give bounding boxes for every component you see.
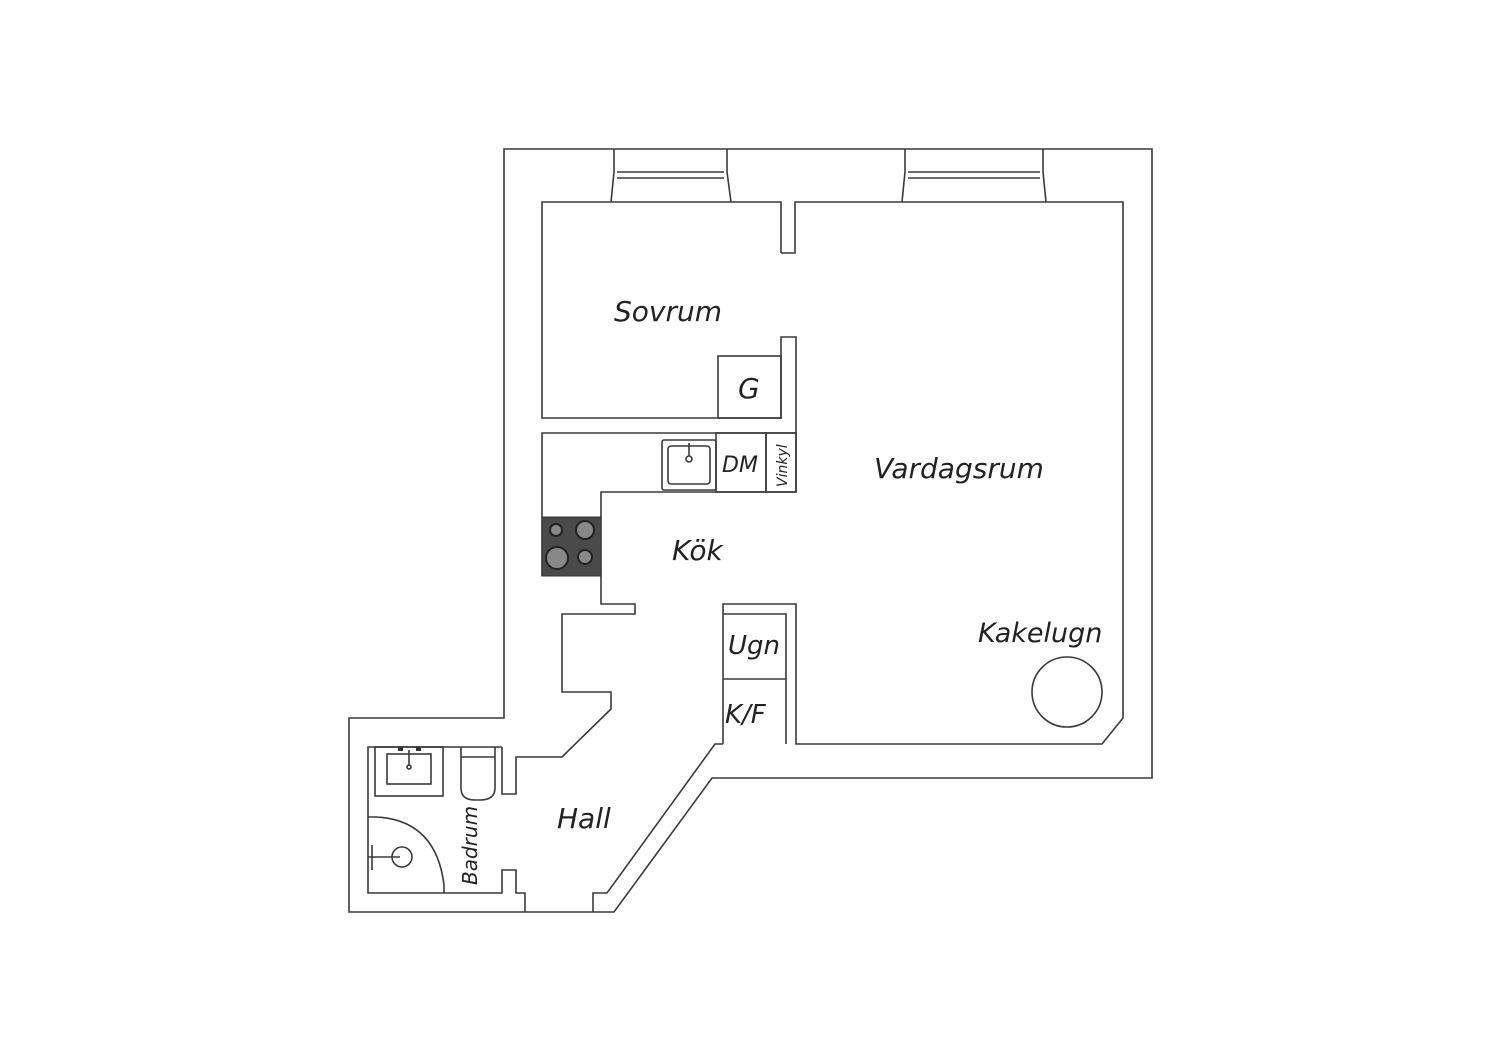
- bath-sink-icon: [374, 746, 444, 797]
- sovrum-walls: [541, 201, 1124, 745]
- room-label-kok: Kök: [672, 534, 724, 567]
- label-ugn: Ugn: [728, 631, 780, 661]
- faucet-icon: [685, 455, 693, 463]
- label-diskmaskin: DM: [722, 453, 758, 478]
- kakelugn-icon: [1031, 656, 1103, 728]
- shower-icon: [368, 816, 445, 893]
- label-kyl-frys: K/F: [725, 700, 767, 730]
- window-sovrum: [610, 149, 732, 203]
- label-vinkyl: Vinkyl: [775, 444, 791, 487]
- garderob-box: [717, 355, 782, 419]
- room-label-badrum: Badrum: [458, 806, 482, 885]
- room-label-vardagsrum: Vardagsrum: [874, 452, 1044, 485]
- label-kakelugn: Kakelugn: [978, 618, 1102, 649]
- stove-icon: [541, 516, 602, 577]
- label-garderob: G: [738, 372, 760, 405]
- toilet-icon: [460, 747, 496, 801]
- window-vardagsrum: [901, 149, 1047, 203]
- outer-wall: [348, 148, 1153, 913]
- room-label-sovrum: Sovrum: [614, 295, 722, 328]
- room-label-hall: Hall: [557, 802, 611, 835]
- vinkyl-box: [765, 432, 797, 493]
- hall-walls: [367, 743, 723, 912]
